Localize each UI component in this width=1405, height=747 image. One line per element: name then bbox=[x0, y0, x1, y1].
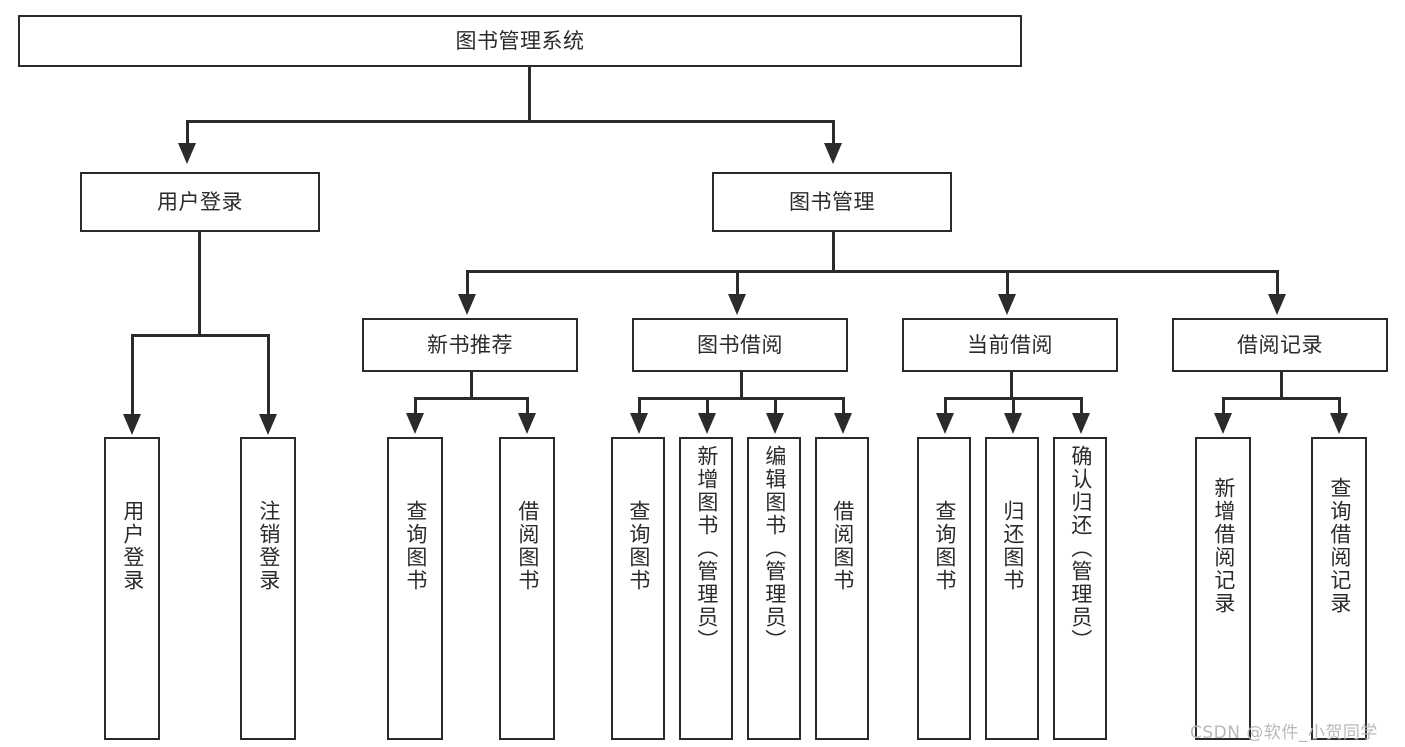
connector-cb-leaf-2 bbox=[1012, 397, 1015, 415]
leaf-book-add-admin[interactable]: 新增图书（管理员） bbox=[679, 437, 733, 740]
node-book-borrow[interactable]: 图书借阅 bbox=[632, 318, 848, 372]
connector-to-book-manage bbox=[832, 120, 835, 145]
leaf-add-borrow-record[interactable]: 新增借阅记录 bbox=[1195, 437, 1251, 740]
arrowhead-borrow-record bbox=[1268, 294, 1286, 315]
connector-br-leaf-2 bbox=[1338, 397, 1341, 415]
connector-borrow-record-bus bbox=[1222, 397, 1338, 400]
node-user-login[interactable]: 用户登录 bbox=[80, 172, 320, 232]
node-label: 图书管理 bbox=[789, 189, 875, 214]
arrowhead-nb-leaf-1 bbox=[406, 413, 424, 434]
node-label: 归还图书 bbox=[1000, 499, 1025, 592]
node-label: 查询借阅记录 bbox=[1327, 476, 1352, 615]
arrowhead-new-book bbox=[458, 294, 476, 315]
arrowhead-bb-leaf-3 bbox=[766, 413, 784, 434]
node-label: 图书借阅 bbox=[697, 332, 783, 357]
connector-to-borrow-record bbox=[1276, 270, 1279, 296]
arrowhead-cb-leaf-2 bbox=[1004, 413, 1022, 434]
arrowhead-cb-leaf-3 bbox=[1072, 413, 1090, 434]
leaf-query-borrow-record[interactable]: 查询借阅记录 bbox=[1311, 437, 1367, 740]
arrowhead-leaf-logout bbox=[259, 414, 277, 435]
arrowhead-br-leaf-2 bbox=[1330, 413, 1348, 434]
connector-new-book-bus bbox=[414, 397, 526, 400]
connector-level2-bus bbox=[186, 120, 834, 123]
arrowhead-book-borrow bbox=[728, 294, 746, 315]
node-borrow-record[interactable]: 借阅记录 bbox=[1172, 318, 1388, 372]
leaf-book-edit-admin[interactable]: 编辑图书（管理员） bbox=[747, 437, 801, 740]
node-label: 借阅图书 bbox=[830, 499, 855, 592]
node-label: 借阅记录 bbox=[1237, 332, 1323, 357]
connector-user-login-bus bbox=[131, 334, 267, 337]
connector-bb-leaf-4 bbox=[842, 397, 845, 415]
arrowhead-leaf-user-login bbox=[123, 414, 141, 435]
connector-to-new-book bbox=[466, 270, 469, 296]
connector-root-stem bbox=[528, 67, 531, 120]
connector-level3-bus bbox=[466, 270, 1278, 273]
connector-bb-leaf-1 bbox=[638, 397, 641, 415]
node-new-book-recommend[interactable]: 新书推荐 bbox=[362, 318, 578, 372]
node-label: 确认归还（管理员） bbox=[1068, 445, 1093, 652]
connector-new-book-leaf-1 bbox=[414, 397, 417, 415]
leaf-logout[interactable]: 注销登录 bbox=[240, 437, 296, 740]
node-label: 当前借阅 bbox=[967, 332, 1053, 357]
connector-to-book-borrow bbox=[736, 270, 739, 296]
arrowhead-bb-leaf-1 bbox=[630, 413, 648, 434]
arrowhead-current-borrow bbox=[998, 294, 1016, 315]
arrowhead-nb-leaf-2 bbox=[518, 413, 536, 434]
connector-book-manage-stem bbox=[832, 232, 835, 272]
node-label: 图书管理系统 bbox=[455, 28, 585, 53]
connector-new-book-stem bbox=[470, 372, 473, 399]
node-label: 借阅图书 bbox=[515, 499, 540, 592]
connector-book-borrow-stem bbox=[740, 372, 743, 399]
connector-to-current-borrow bbox=[1006, 270, 1009, 296]
arrowhead-bb-leaf-2 bbox=[698, 413, 716, 434]
leaf-new-book-query[interactable]: 查询图书 bbox=[387, 437, 443, 740]
connector-bb-leaf-3 bbox=[774, 397, 777, 415]
connector-book-borrow-bus bbox=[638, 397, 844, 400]
leaf-book-query[interactable]: 查询图书 bbox=[611, 437, 665, 740]
arrowhead-cb-leaf-1 bbox=[936, 413, 954, 434]
connector-bb-leaf-2 bbox=[706, 397, 709, 415]
node-current-borrow[interactable]: 当前借阅 bbox=[902, 318, 1118, 372]
connector-user-login-stem bbox=[198, 232, 201, 336]
leaf-current-query[interactable]: 查询图书 bbox=[917, 437, 971, 740]
connector-borrow-record-stem bbox=[1280, 372, 1283, 399]
node-label: 用户登录 bbox=[120, 499, 145, 592]
node-label: 查询图书 bbox=[626, 499, 651, 592]
node-label: 编辑图书（管理员） bbox=[762, 445, 787, 652]
arrowhead-user-login bbox=[178, 143, 196, 164]
connector-user-login-leaf-1 bbox=[131, 334, 134, 416]
connector-br-leaf-1 bbox=[1222, 397, 1225, 415]
node-label: 新增借阅记录 bbox=[1211, 476, 1236, 615]
connector-current-borrow-stem bbox=[1010, 372, 1013, 399]
leaf-confirm-return-admin[interactable]: 确认归还（管理员） bbox=[1053, 437, 1107, 740]
csdn-watermark: CSDN @软件_小贺同学 bbox=[1190, 723, 1378, 743]
connector-to-user-login bbox=[186, 120, 189, 145]
arrowhead-br-leaf-1 bbox=[1214, 413, 1232, 434]
leaf-book-borrow-action[interactable]: 借阅图书 bbox=[815, 437, 869, 740]
arrowhead-book-manage bbox=[824, 143, 842, 164]
node-label: 新书推荐 bbox=[427, 332, 513, 357]
node-label: 查询图书 bbox=[932, 499, 957, 592]
connector-cb-leaf-1 bbox=[944, 397, 947, 415]
node-label: 注销登录 bbox=[256, 499, 281, 592]
node-label: 查询图书 bbox=[403, 499, 428, 592]
node-label: 用户登录 bbox=[157, 189, 243, 214]
leaf-current-return[interactable]: 归还图书 bbox=[985, 437, 1039, 740]
node-root-library-system[interactable]: 图书管理系统 bbox=[18, 15, 1022, 67]
node-label: 新增图书（管理员） bbox=[694, 445, 719, 652]
leaf-user-login[interactable]: 用户登录 bbox=[104, 437, 160, 740]
connector-user-login-leaf-2 bbox=[267, 334, 270, 416]
connector-new-book-leaf-2 bbox=[526, 397, 529, 415]
leaf-new-book-borrow[interactable]: 借阅图书 bbox=[499, 437, 555, 740]
arrowhead-bb-leaf-4 bbox=[834, 413, 852, 434]
node-book-manage[interactable]: 图书管理 bbox=[712, 172, 952, 232]
connector-cb-leaf-3 bbox=[1080, 397, 1083, 415]
